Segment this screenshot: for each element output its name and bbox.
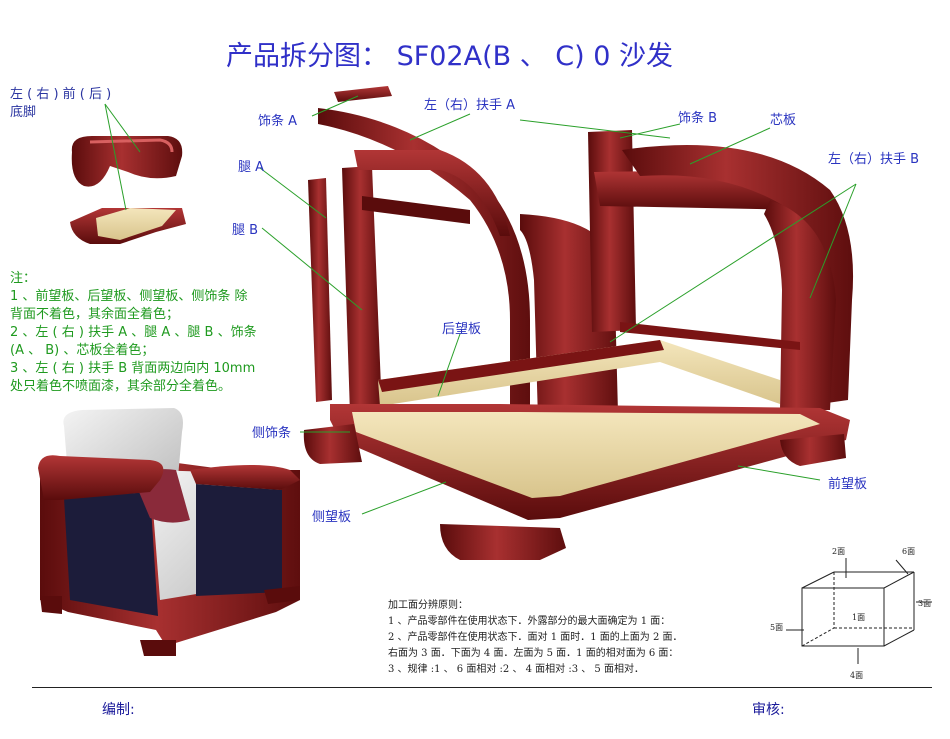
trim-a-piece [334, 86, 392, 102]
leg-a-piece [308, 178, 332, 402]
label-trim-a: 饰条 A [258, 114, 298, 129]
face-label-4: 4面 [850, 671, 864, 680]
trim-b-piece [588, 130, 636, 332]
face-label-2: 2面 [832, 547, 846, 556]
label-corner-foot-line2: 底脚 [10, 105, 37, 120]
note-line: 处只着色不喷面漆，其余部分全着色。 [10, 379, 232, 394]
label-leg-b: 腿 B [232, 223, 259, 238]
rule-line: 2 、产品零部件在使用状态下．面对 1 面时．1 面的上面为 2 面． [388, 632, 683, 643]
note-line: 背面不着色，其余面全着色； [10, 307, 180, 322]
leader-lines [104, 95, 857, 515]
note-line: 2 、左 ( 右 ) 扶手 A 、腿 A 、腿 B 、饰条 [10, 325, 257, 340]
right-armrest-b-piece [622, 145, 854, 404]
label-back-rail: 后望板 [442, 322, 482, 337]
footer-editor: 编制: [102, 702, 135, 718]
face-label-1: 1面 [852, 613, 866, 622]
side-trim-piece [303, 424, 362, 464]
note-line: (A 、 B) 、芯板全着色； [10, 343, 155, 358]
label-front-rail: 前望板 [828, 477, 868, 492]
front-foot-piece [440, 524, 566, 560]
face-cube-diagram [786, 558, 932, 664]
note-line: 1 、前望板、后望板、侧望板、侧饰条 除 [10, 289, 248, 304]
page-title: 产品拆分图： SF02A(B 、 C) 0 沙发 [226, 41, 674, 72]
label-side-trim: 侧饰条 [252, 426, 292, 441]
label-side-rail: 侧望板 [312, 510, 352, 525]
notes-heading: 注： [10, 271, 37, 286]
leg-b-piece [342, 166, 382, 414]
footer-reviewer: 审核: [752, 702, 785, 718]
footer-divider [32, 687, 932, 688]
corner-foot-bottom [70, 208, 186, 244]
back-rail-piece [378, 340, 780, 406]
face-label-3: 3面 [918, 599, 932, 608]
note-line: 3 、左 ( 右 ) 扶手 B 背面两边向内 10mm [10, 361, 256, 376]
label-armrest-a: 左（右）扶手 A [424, 98, 516, 113]
face-label-5: 5面 [770, 623, 784, 632]
assembled-sofa-image [38, 408, 300, 656]
face-label-6: 6面 [902, 547, 916, 556]
rule-line: 1 、产品零部件在使用状态下．外露部分的最大面确定为 1 面： [388, 616, 671, 627]
corner-foot-top [71, 136, 183, 187]
label-leg-a: 腿 A [238, 160, 265, 175]
label-trim-b: 饰条 B [678, 111, 718, 126]
rule-line: 右面为 3 面．下面为 4 面．左面为 5 面．1 面的相对面为 6 面： [388, 648, 679, 659]
label-armrest-b: 左（右）扶手 B [828, 152, 920, 167]
label-core-board: 芯板 [770, 113, 797, 128]
rule-line: 3 、规律 :1 、 6 面相对 :2 、 4 面相对 :3 、 5 面相对． [388, 664, 644, 675]
rules-heading: 加工面分辨原则： [388, 600, 468, 611]
label-corner-foot-line1: 左 ( 右 ) 前 ( 后 ) [10, 87, 112, 102]
left-armrest-a-piece [318, 108, 530, 470]
